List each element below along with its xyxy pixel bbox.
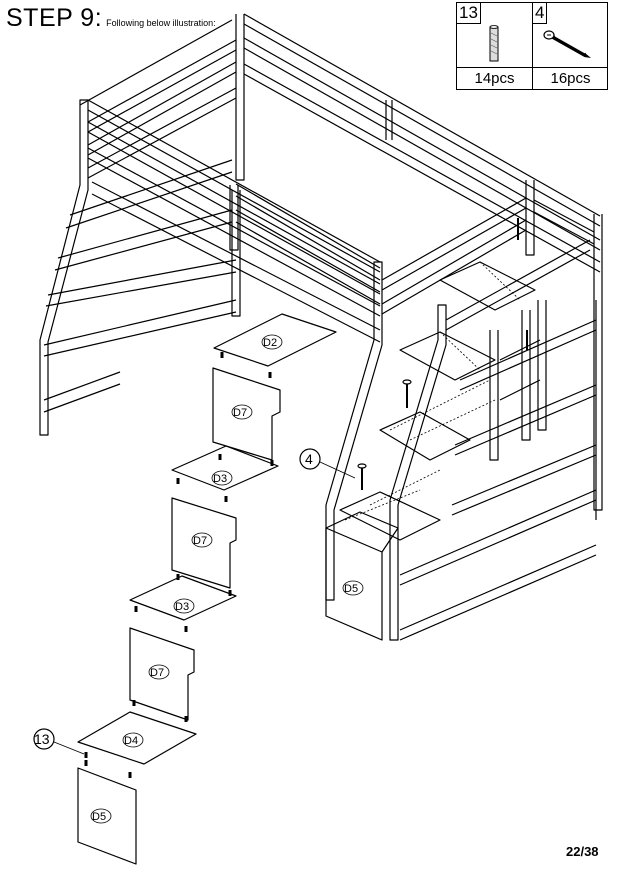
wooden-dowel-icon (489, 25, 499, 62)
panel-label: D5 (92, 811, 106, 823)
part-number: 13 (457, 3, 481, 24)
part-item-dowel: 13 14pcs (457, 3, 533, 89)
part-item-screw: 4 16pcs (533, 3, 608, 89)
panel-label: D7 (150, 667, 164, 679)
panel-label: D7 (193, 535, 207, 547)
callout-circle-13 (33, 728, 55, 750)
part-quantity: 16pcs (533, 67, 608, 89)
staircase-frame (325, 239, 597, 641)
step-instruction: Following below illustration: (106, 18, 216, 28)
part-number: 4 (533, 3, 548, 24)
callout-label-13: 13 (34, 731, 50, 747)
panel-label: D2 (263, 337, 277, 349)
panel-label: D3 (213, 473, 227, 485)
page-number: 22/38 (566, 844, 599, 859)
panel-label: D3 (175, 601, 189, 613)
part-quantity: 14pcs (457, 67, 532, 89)
exploded-panels (77, 313, 337, 865)
parts-list-box: 13 14pcs 4 16pcs (456, 2, 608, 90)
bed-frame (39, 13, 603, 601)
screw-bolt-icon (543, 30, 591, 58)
step-label: STEP 9: (6, 4, 103, 32)
panel-label: D7 (233, 407, 247, 419)
panel-label: D5 (344, 583, 358, 595)
screw-insert (357, 218, 528, 490)
step-title: STEP 9:Following below illustration: (6, 4, 216, 33)
panel-label: D4 (124, 735, 138, 747)
dowel-set (84, 352, 274, 778)
callout-label-4: 4 (305, 451, 313, 467)
callout-circle-4 (299, 448, 321, 470)
